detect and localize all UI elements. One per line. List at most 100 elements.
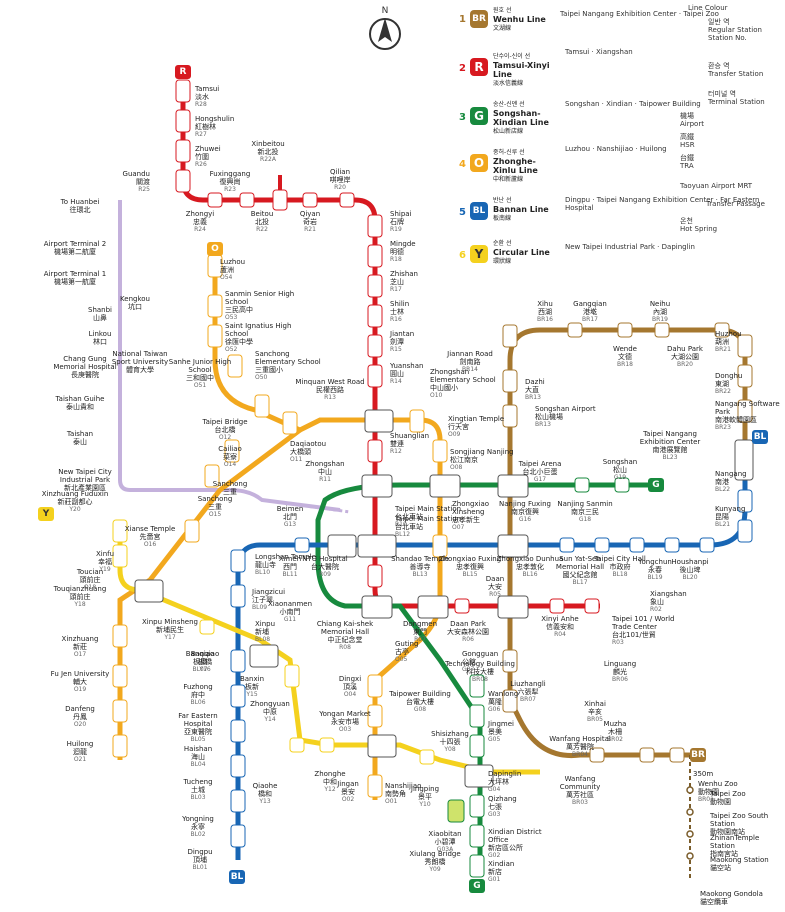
station-code: G06 — [488, 706, 558, 714]
station-label: Shisizhang十四張Y08 — [415, 730, 485, 754]
station-code: R17 — [390, 286, 460, 294]
station-native-name: 中山 — [290, 468, 360, 476]
station-name: Gangqian — [555, 300, 625, 308]
station-name: Xinbeitou — [233, 140, 303, 148]
station-code: G02 — [488, 852, 558, 860]
terminal-badge-r-tamsui: R — [175, 65, 191, 79]
station-native-name: 東湖 — [715, 380, 785, 388]
legend-line-1-badge: BR — [470, 10, 488, 28]
station-name: Banqiao — [170, 650, 240, 658]
station-label: Songshan松山G19 — [585, 458, 655, 482]
station-native-name: 松山機場 — [535, 413, 605, 421]
legend-line-3-number: 3 — [459, 112, 466, 123]
station-name: Qilian — [305, 168, 375, 176]
station-code: BR19 — [625, 316, 695, 324]
station-name: Xinpu Minsheng — [135, 618, 205, 626]
station-name: Songshan Airport — [535, 405, 605, 413]
station-code: BL17 — [545, 579, 615, 587]
station-name: Linkou — [65, 330, 135, 338]
station-label: Taipei Bridge台北橋O12 — [190, 418, 260, 442]
legend-hot-spring: 온천 Hot Spring — [680, 217, 717, 233]
station-name: Xindian — [488, 860, 558, 868]
station-name: Jiannan Road — [435, 350, 505, 358]
station-native-name: 南港展覽館 — [635, 446, 705, 454]
station-code: BL08 — [255, 636, 325, 644]
station-name: Saint Ignatius High School — [225, 322, 295, 338]
station-label: Xindian新店G01 — [488, 860, 558, 884]
legend-line-4-number: 4 — [459, 159, 466, 170]
station-name: Far Eastern Hospital — [163, 712, 233, 728]
station-code: R27 — [195, 131, 265, 139]
station-label: Xinyi Anhe信義安和R04 — [525, 615, 595, 639]
station-code: O18 — [55, 584, 125, 592]
station-name: Sanchong — [180, 495, 250, 503]
station-native-name: 海山 — [163, 753, 233, 761]
station-native-name: 頭前庄 — [55, 576, 125, 584]
station-name: Haishan — [163, 745, 233, 753]
legend-line-1-name: 원호 선 Wenhu Line 文湖線 — [493, 6, 546, 33]
station-code: O20 — [45, 721, 115, 729]
station-label: Dingxi頂溪O04 — [315, 675, 385, 699]
station-name: Taipei Main Station — [395, 515, 465, 523]
station-label: Airport Terminal 1機場第一航廈 — [40, 270, 110, 286]
station-name: Shipai — [390, 210, 460, 218]
station-code: O02 — [313, 796, 383, 804]
station-native-name: 辛亥 — [560, 708, 630, 716]
legend-line-4-badge: O — [470, 154, 488, 172]
station-code: R03 — [612, 639, 682, 647]
station-name: Airport Terminal 2 — [40, 240, 110, 248]
station-name: Zhonghe — [295, 770, 365, 778]
station-label: Huzhou葫洲BR21 — [715, 330, 785, 354]
station-code: G08 — [385, 706, 455, 714]
station-code: BR04 — [545, 751, 615, 759]
station-native-name: 徐匯中學 — [225, 338, 295, 346]
station-native-name: 南京復興 — [490, 508, 560, 516]
station-native-name: 丹鳳 — [45, 713, 115, 721]
station-native-name: 幸福 — [70, 558, 140, 566]
station-native-name: 新莊副都心 — [40, 498, 110, 506]
station-native-name: 大安 — [460, 583, 530, 591]
station-code: Y18 — [45, 601, 115, 609]
station-name: Taipei Bridge — [190, 418, 260, 426]
station-label: Shipai石牌R19 — [390, 210, 460, 234]
station-name: Sanhe Junior High School — [165, 358, 235, 374]
station-native-name: 台北小巨蛋 — [505, 468, 575, 476]
station-native-name: 忠義 — [165, 218, 235, 226]
station-name: Tamsui — [195, 85, 265, 93]
station-label: Jiannan Road劍南路BR14 — [435, 350, 505, 374]
station-code: R20 — [305, 184, 375, 192]
station-native-name: 中和 — [295, 778, 365, 786]
station-name: Xiaonanmen — [255, 600, 325, 608]
station-label: Zhishan芝山R17 — [390, 270, 460, 294]
station-native-name: 科技大樓 — [445, 668, 515, 676]
station-code: BL21 — [715, 521, 785, 529]
station-label: Taipower Building台電大樓G08 — [385, 690, 455, 714]
station-code: G19 — [585, 474, 655, 482]
station-name: Xiangshan — [650, 590, 720, 598]
station-code: O10 — [430, 392, 500, 400]
station-native-name: 三民高中 — [225, 306, 295, 314]
station-name: Xiulang Bridge — [400, 850, 470, 858]
station-name: Qiyan — [275, 210, 345, 218]
station-native-name: 新店區公所 — [488, 844, 558, 852]
station-code: O04 — [315, 691, 385, 699]
station-native-name: 小南門 — [255, 608, 325, 616]
station-native-name: 中原 — [235, 708, 305, 716]
station-native-name: 復興崗 — [195, 178, 265, 186]
station-name: Guting — [395, 640, 465, 648]
station-label: New Taipei City Industrial Park新北產業園區 — [50, 468, 120, 492]
station-name: Maokong Gondola — [700, 890, 770, 898]
station-name: Neihu — [625, 300, 695, 308]
station-native-name: 新莊 — [45, 643, 115, 651]
station-name: Xinzhuang — [45, 635, 115, 643]
station-native-name: 新埔民生 — [135, 626, 205, 634]
station-code: G16 — [490, 516, 560, 524]
station-code: R05 — [460, 591, 530, 599]
station-label: Shanbi山鼻 — [65, 306, 135, 322]
station-name: Yongan Market — [310, 710, 380, 718]
station-native-name: 板新 — [217, 683, 287, 691]
station-label: Shilin士林R16 — [390, 300, 460, 324]
